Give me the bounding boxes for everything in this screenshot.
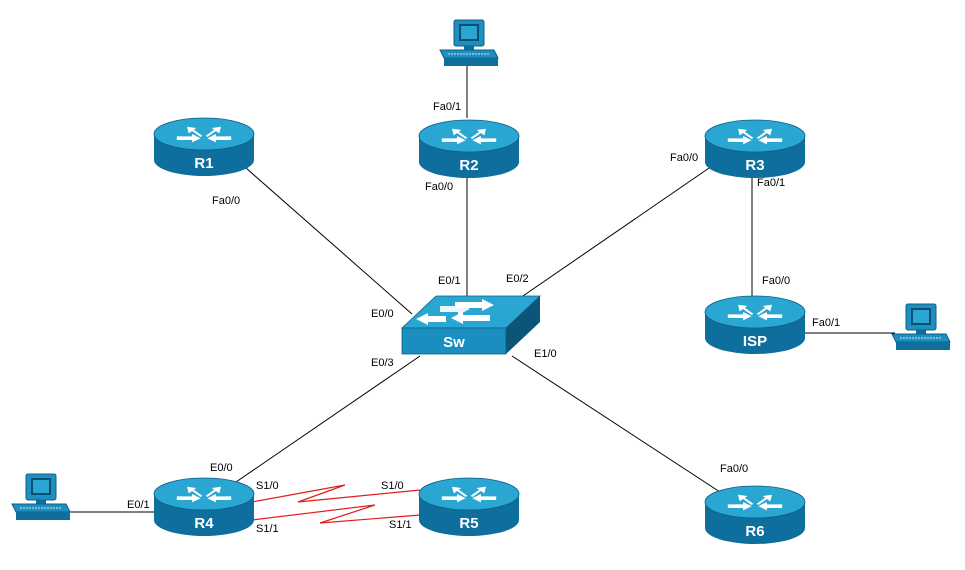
port-label-r1-fa00: Fa0/0 <box>212 195 240 207</box>
router-label: ISP <box>743 333 767 350</box>
workstation-icon <box>439 19 499 67</box>
switch-front-face <box>401 327 507 355</box>
port-label-r3-fa00: Fa0/0 <box>670 152 698 164</box>
pc-r2[interactable] <box>439 19 499 67</box>
port-label-r4-s11: S1/1 <box>256 523 279 535</box>
port-label-r4-e00: E0/0 <box>210 462 233 474</box>
port-label-sw-e02: E0/2 <box>506 273 529 285</box>
port-label-r6-fa00: Fa0/0 <box>720 463 748 475</box>
link-sw-r6 <box>511 355 721 493</box>
port-label-r4-e01: E0/1 <box>127 499 150 511</box>
pc-isp[interactable] <box>891 303 951 351</box>
port-label-sw-e10: E1/0 <box>534 348 557 360</box>
router-r1[interactable]: R1 <box>154 118 254 176</box>
router-label: R6 <box>745 523 764 540</box>
port-label-r5-s11: S1/1 <box>389 519 412 531</box>
port-label-r2-fa00: Fa0/0 <box>425 181 453 193</box>
links <box>64 64 895 524</box>
router-label: R2 <box>459 157 478 174</box>
serial-link-s11 <box>251 504 421 524</box>
link-sw-r4 <box>235 355 421 483</box>
port-labels: Fa0/0 Fa0/1 Fa0/0 Fa0/0 Fa0/1 Fa0/0 Fa0/… <box>127 101 840 535</box>
port-label-r2-fa01: Fa0/1 <box>433 101 461 113</box>
router-r4[interactable]: R4 <box>154 478 254 536</box>
router-r5[interactable]: R5 <box>419 478 519 536</box>
port-label-sw-e01: E0/1 <box>438 275 461 287</box>
switch-sw[interactable]: Sw <box>400 295 542 355</box>
port-label-sw-e03: E0/3 <box>371 357 394 369</box>
pc-r4[interactable] <box>11 473 71 521</box>
router-label: R4 <box>194 515 214 532</box>
port-label-r4-s10: S1/0 <box>256 480 279 492</box>
router-r2[interactable]: R2 <box>419 120 519 178</box>
switch-side-face <box>506 296 540 354</box>
switch-label: Sw <box>443 334 465 351</box>
router-label: R3 <box>745 157 764 174</box>
port-label-sw-e00: E0/0 <box>371 308 394 320</box>
port-label-isp-fa01: Fa0/1 <box>812 317 840 329</box>
serial-link-s10 <box>251 484 421 503</box>
port-label-r5-s10: S1/0 <box>381 480 404 492</box>
switch-icon <box>416 299 494 325</box>
link-r3-sw <box>519 165 713 299</box>
link-r1-sw <box>245 167 413 315</box>
router-label: R5 <box>459 515 478 532</box>
port-label-r3-fa01: Fa0/1 <box>757 177 785 189</box>
router-label: R1 <box>194 155 213 172</box>
router-isp[interactable]: ISP <box>705 296 805 354</box>
workstation-icon <box>891 303 951 351</box>
router-r6[interactable]: R6 <box>705 486 805 544</box>
port-label-isp-fa00: Fa0/0 <box>762 275 790 287</box>
workstation-icon <box>11 473 71 521</box>
router-r3[interactable]: R3 <box>705 120 805 178</box>
